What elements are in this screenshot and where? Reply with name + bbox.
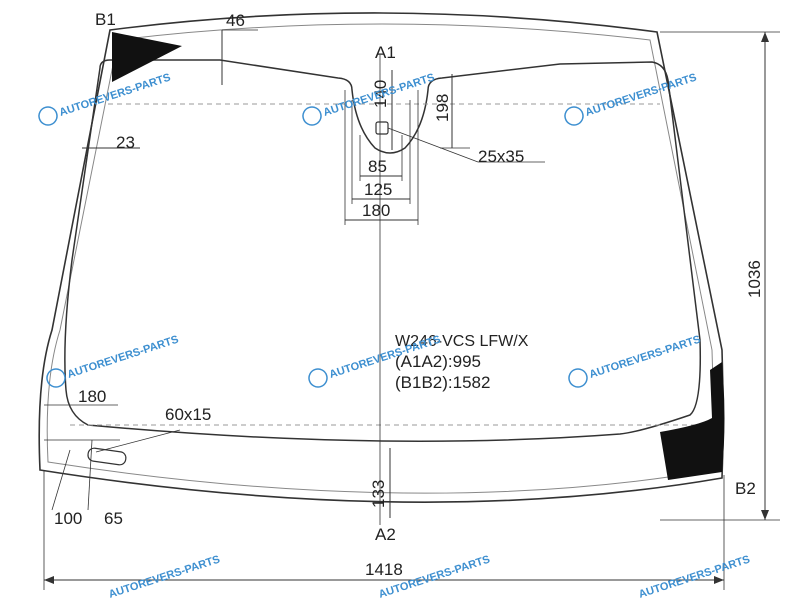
watermark-text: AUTOREVERS-PARTS <box>107 553 221 600</box>
arrow-bottom <box>761 510 769 520</box>
black-band-right <box>660 362 725 480</box>
dim-sensor: 25x35 <box>478 147 524 166</box>
dim-vin-window: 60x15 <box>165 405 211 424</box>
dim-corner-1: 100 <box>54 509 82 528</box>
watermark-logo-icon <box>302 106 322 126</box>
corner-1-leader <box>51 449 71 511</box>
glass-outer-edge <box>38 12 724 503</box>
dim-top-band: 46 <box>226 11 245 30</box>
watermark-1: AUTOREVERS-PARTS <box>38 72 172 126</box>
watermark-text: AUTOREVERS-PARTS <box>584 72 698 119</box>
watermark-2: AUTOREVERS-PARTS <box>302 72 436 126</box>
arrow-top <box>761 32 769 42</box>
dim-corner-2: 65 <box>104 509 123 528</box>
watermark-text: AUTOREVERS-PARTS <box>637 553 751 600</box>
dim-bottom-left: 180 <box>78 387 106 406</box>
dim-mirror-w3: 180 <box>362 201 390 220</box>
watermark-logo-icon <box>568 368 588 388</box>
black-band-top-left <box>112 32 182 82</box>
watermark-logo-icon <box>38 106 58 126</box>
arrow-right <box>714 576 724 584</box>
corner-2-leader <box>87 439 93 511</box>
point-a1: A1 <box>375 43 396 62</box>
watermark-3: AUTOREVERS-PARTS <box>564 72 698 126</box>
dim-bottom-band: 133 <box>369 480 388 508</box>
point-a2: A2 <box>375 525 396 544</box>
model-b1b2: (B1B2):1582 <box>395 373 490 392</box>
vin-leader <box>95 429 181 453</box>
dim-mirror-w1: 85 <box>368 157 387 176</box>
watermark-logo-icon <box>46 368 66 388</box>
watermark-logo-icon <box>564 106 584 126</box>
dim-height-right: 1036 <box>745 260 764 298</box>
sensor-leader <box>387 127 479 163</box>
dim-side-band: 23 <box>116 133 135 152</box>
model-a1a2: (A1A2):995 <box>395 352 481 371</box>
dim-mirror-band: 198 <box>433 94 452 122</box>
dim-total-width: 1418 <box>365 560 403 579</box>
watermark-text: AUTOREVERS-PARTS <box>66 334 180 381</box>
vin-window <box>87 447 127 466</box>
visible-area <box>64 59 702 442</box>
watermark-7: AUTOREVERS-PARTS <box>107 553 221 600</box>
point-b2: B2 <box>735 479 756 498</box>
watermark-9: AUTOREVERS-PARTS <box>637 553 751 600</box>
model-code: W246-VCS LFW/X <box>395 333 529 350</box>
dim-mirror-w2: 125 <box>364 180 392 199</box>
arrow-left <box>44 576 54 584</box>
sensor-area <box>375 121 389 135</box>
watermark-text: AUTOREVERS-PARTS <box>588 334 702 381</box>
dim-mirror-height: 140 <box>371 80 390 108</box>
watermark-6: AUTOREVERS-PARTS <box>568 334 702 388</box>
point-b1: B1 <box>95 10 116 29</box>
watermark-logo-icon <box>308 368 328 388</box>
